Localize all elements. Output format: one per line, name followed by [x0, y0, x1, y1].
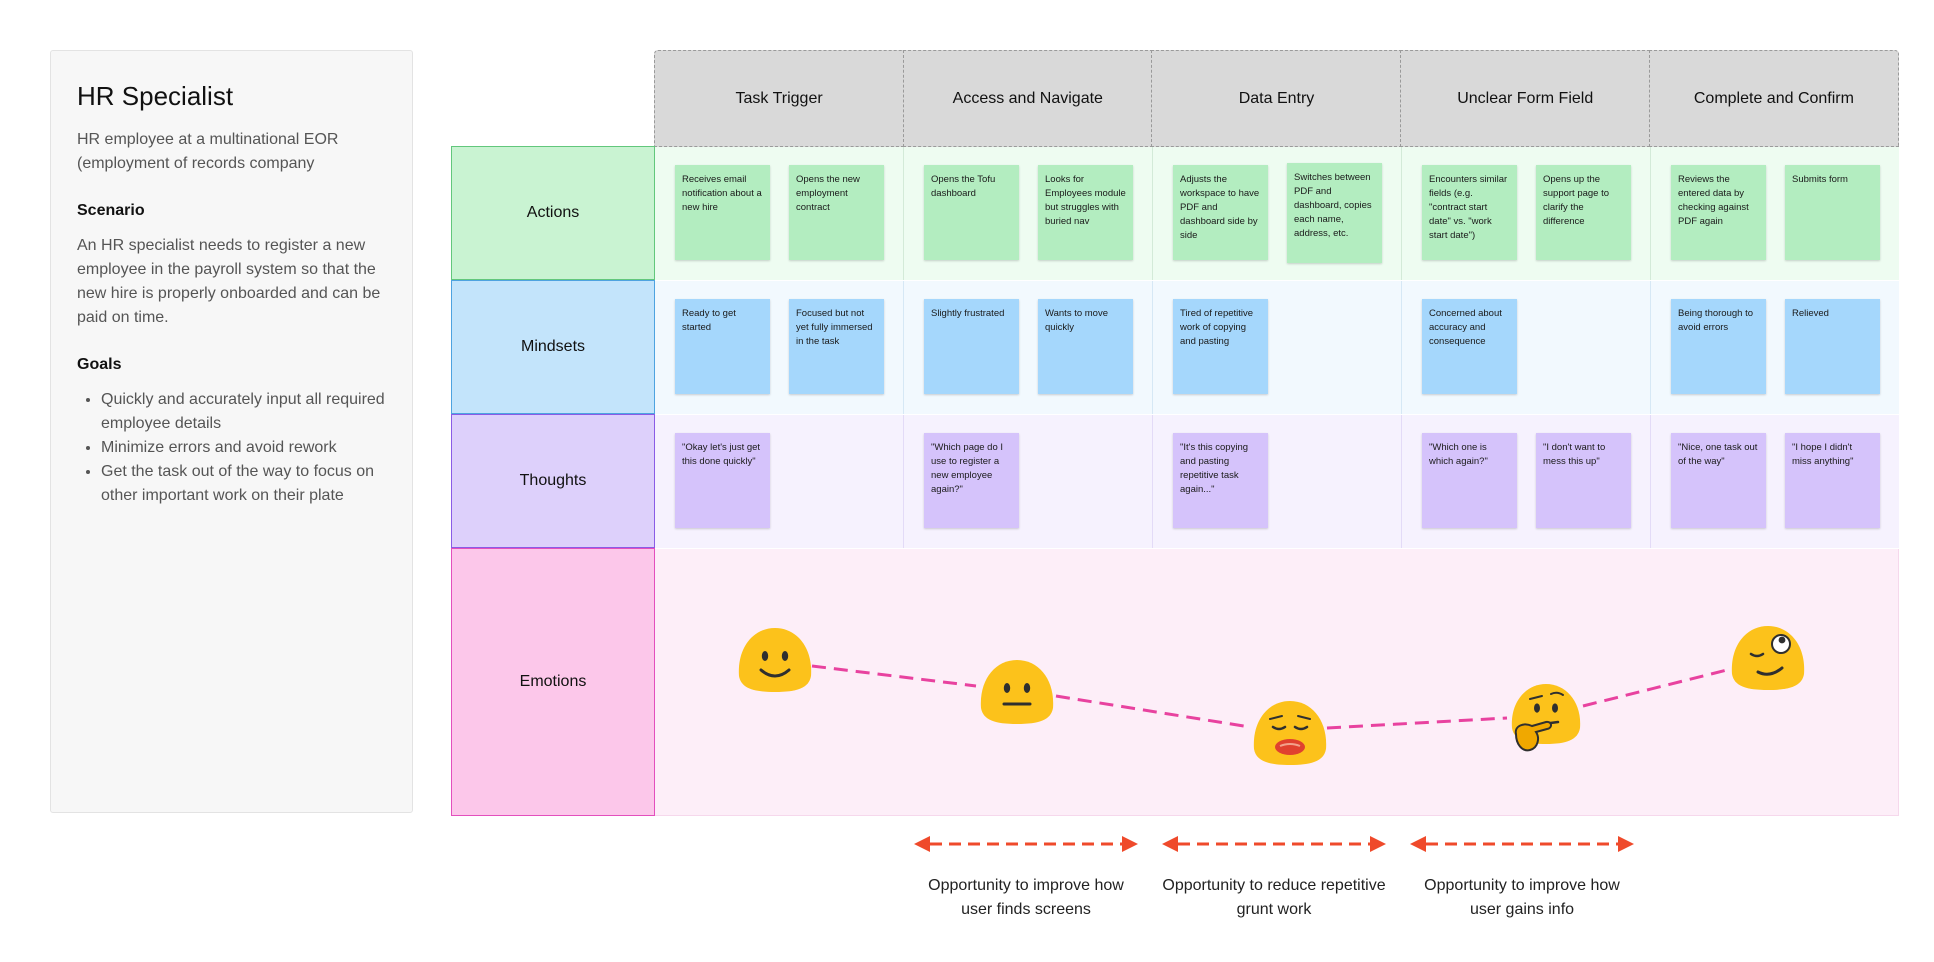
action-note: Opens the new employment contract: [789, 165, 884, 260]
goal-item: Get the task out of the way to focus on …: [101, 460, 386, 508]
row-label-thoughts: Thoughts: [451, 414, 655, 548]
opportunity-arrow-1: [914, 836, 1138, 852]
action-note: Looks for Employees module but struggles…: [1038, 165, 1133, 260]
thoughts-cell: "It's this copying and pasting repetitiv…: [1153, 415, 1402, 548]
mindset-note: Slightly frustrated: [924, 299, 1019, 394]
action-note: Submits form: [1785, 165, 1880, 260]
row-label-emotions: Emotions: [451, 548, 655, 816]
action-note: Reviews the entered data by checking aga…: [1671, 165, 1766, 260]
thought-note: "Which page do I use to register a new e…: [924, 433, 1019, 528]
row-label-mindsets: Mindsets: [451, 280, 655, 414]
mindsets-cell: Tired of repetitive work of copying and …: [1153, 281, 1402, 414]
actions-cell: Receives email notification about a new …: [655, 147, 904, 280]
stage-task-trigger: Task Trigger: [654, 50, 905, 147]
stage-access-navigate: Access and Navigate: [902, 50, 1153, 147]
mindsets-lane: Ready to get started Focused but not yet…: [655, 281, 1899, 414]
goals-list: Quickly and accurately input all require…: [77, 388, 386, 508]
tired-face-icon: [1253, 701, 1327, 765]
action-note: Switches between PDF and dashboard, copi…: [1287, 163, 1382, 263]
stage-complete-confirm: Complete and Confirm: [1648, 50, 1900, 147]
thoughts-lane: "Okay let's just get this done quickly" …: [655, 415, 1899, 548]
thinking-face-icon: [1511, 684, 1581, 752]
stage-header-row: Task Trigger Access and Navigate Data En…: [654, 50, 1900, 147]
actions-cell: Adjusts the workspace to have PDF and da…: [1153, 147, 1402, 280]
mindsets-cell: Concerned about accuracy and consequence: [1402, 281, 1651, 414]
emotions-lane: [655, 549, 1899, 816]
thought-note: "I hope I didn't miss anything": [1785, 433, 1880, 528]
opportunity-caption-2: Opportunity to reduce repetitive grunt w…: [1162, 877, 1386, 918]
thoughts-cell: "Okay let's just get this done quickly": [655, 415, 904, 548]
thought-note: "It's this copying and pasting repetitiv…: [1173, 433, 1268, 528]
scenario-heading: Scenario: [77, 202, 145, 219]
opportunity-caption-1: Opportunity to improve how user finds sc…: [928, 877, 1124, 918]
thoughts-cell: "Nice, one task out of the way" "I hope …: [1651, 415, 1899, 548]
stage-data-entry: Data Entry: [1151, 50, 1402, 147]
emotion-line-segment: [1582, 666, 1736, 708]
mindset-note: Concerned about accuracy and consequence: [1422, 299, 1517, 394]
goals-heading: Goals: [77, 356, 122, 373]
thought-note: "I don't want to mess this up": [1536, 433, 1631, 528]
goal-item: Minimize errors and avoid rework: [101, 436, 386, 460]
emotion-line-segment: [1326, 716, 1508, 730]
action-note: Opens up the support page to clarify the…: [1536, 165, 1631, 260]
actions-cell: Opens the Tofu dashboard Looks for Emplo…: [904, 147, 1153, 280]
mindset-note: Tired of repetitive work of copying and …: [1173, 299, 1268, 394]
mindsets-cell: Ready to get started Focused but not yet…: [655, 281, 904, 414]
mindsets-cell: Slightly frustrated Wants to move quickl…: [904, 281, 1153, 414]
mindset-note: Focused but not yet fully immersed in th…: [789, 299, 884, 394]
action-note: Receives email notification about a new …: [675, 165, 770, 260]
thoughts-cell: "Which one is which again?" "I don't wan…: [1402, 415, 1651, 548]
actions-cell: Encounters similar fields (e.g. "contrac…: [1402, 147, 1651, 280]
persona-description: HR employee at a multinational EOR (empl…: [77, 131, 339, 172]
emotion-line-segment: [811, 664, 977, 688]
thought-note: "Which one is which again?": [1422, 433, 1517, 528]
thoughts-cell: "Which page do I use to register a new e…: [904, 415, 1153, 548]
thought-note: "Nice, one task out of the way": [1671, 433, 1766, 528]
mindset-note: Ready to get started: [675, 299, 770, 394]
opportunity-arrow-2: [1162, 836, 1386, 852]
mindsets-cell: Being thorough to avoid errors Relieved: [1651, 281, 1899, 414]
persona-title: HR Specialist: [77, 81, 234, 111]
neutral-face-icon: [980, 660, 1054, 724]
mindset-note: Relieved: [1785, 299, 1880, 394]
thought-note: "Okay let's just get this done quickly": [675, 433, 770, 528]
mindset-note: Being thorough to avoid errors: [1671, 299, 1766, 394]
opportunity-arrow-3: [1410, 836, 1634, 852]
persona-panel: HR Specialist HR employee at a multinati…: [50, 50, 413, 813]
relieved-face-icon: [1731, 626, 1805, 690]
actions-lane: Receives email notification about a new …: [655, 147, 1899, 280]
emotion-line-segment: [1055, 694, 1251, 729]
scenario-text: An HR specialist needs to register a new…: [77, 237, 381, 326]
actions-cell: Reviews the entered data by checking aga…: [1651, 147, 1899, 280]
slightly-smiling-face-icon: [738, 628, 812, 692]
action-note: Encounters similar fields (e.g. "contrac…: [1422, 165, 1517, 260]
opportunity-caption-3: Opportunity to improve how user gains in…: [1424, 877, 1620, 918]
emotion-curve: [811, 664, 1736, 730]
goal-item: Quickly and accurately input all require…: [101, 388, 386, 436]
mindset-note: Wants to move quickly: [1038, 299, 1133, 394]
action-note: Adjusts the workspace to have PDF and da…: [1173, 165, 1268, 260]
action-note: Opens the Tofu dashboard: [924, 165, 1019, 260]
row-label-actions: Actions: [451, 146, 655, 280]
